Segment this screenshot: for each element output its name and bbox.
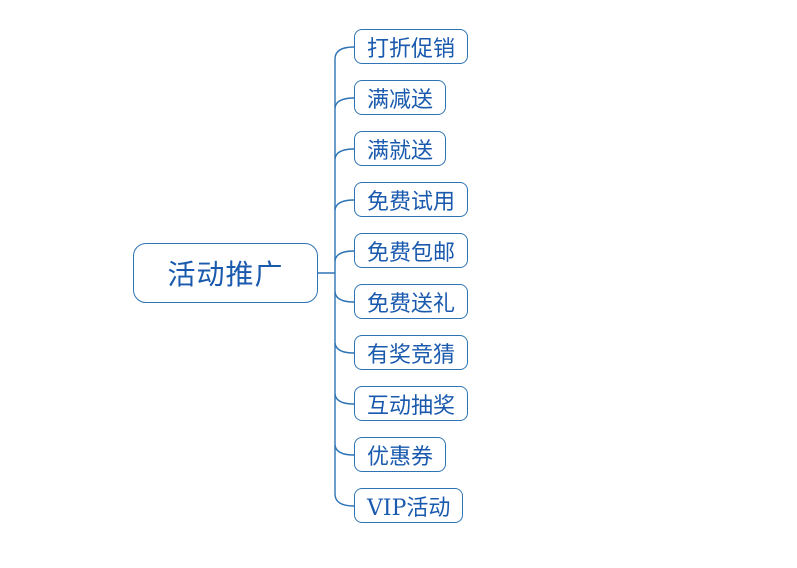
root-node-label: 活动推广 (167, 258, 284, 291)
mindmap-child-node[interactable]: 免费试用 (354, 182, 469, 217)
connector-path (334, 199, 355, 211)
connector-path (334, 148, 355, 160)
connector-path (334, 444, 355, 456)
mindmap-child-node[interactable]: 打折促销 (354, 29, 469, 64)
child-node-label: 免费试用 (367, 189, 456, 215)
connector-path (334, 291, 355, 303)
child-node-label: 优惠券 (367, 444, 434, 470)
child-node-label: 满就送 (367, 138, 434, 164)
mindmap-child-node[interactable]: 免费包邮 (354, 233, 469, 268)
connector-path (334, 97, 355, 109)
mindmap-child-node[interactable]: 免费送礼 (354, 284, 469, 319)
connector-path (334, 342, 355, 354)
child-node-label: VIP活动 (367, 495, 451, 521)
connector-path (334, 393, 355, 405)
mindmap-child-node[interactable]: 有奖竞猜 (354, 335, 469, 370)
child-node-label: 免费包邮 (367, 240, 456, 266)
child-node-label: 满减送 (367, 87, 434, 113)
mindmap-child-node[interactable]: 满减送 (354, 80, 447, 115)
mindmap-child-node[interactable]: 满就送 (354, 131, 447, 166)
child-node-label: 免费送礼 (367, 291, 456, 317)
child-node-label: 互动抽奖 (367, 393, 456, 419)
connector-path (334, 46, 355, 507)
mindmap-child-node[interactable]: 互动抽奖 (354, 386, 469, 421)
connector-path (334, 250, 355, 262)
child-node-label: 打折促销 (367, 36, 456, 62)
mindmap-child-node[interactable]: VIP活动 (354, 488, 464, 523)
mindmap-root-node[interactable]: 活动推广 (133, 243, 318, 303)
child-node-label: 有奖竞猜 (367, 342, 456, 368)
mindmap-child-node[interactable]: 优惠券 (354, 437, 447, 472)
